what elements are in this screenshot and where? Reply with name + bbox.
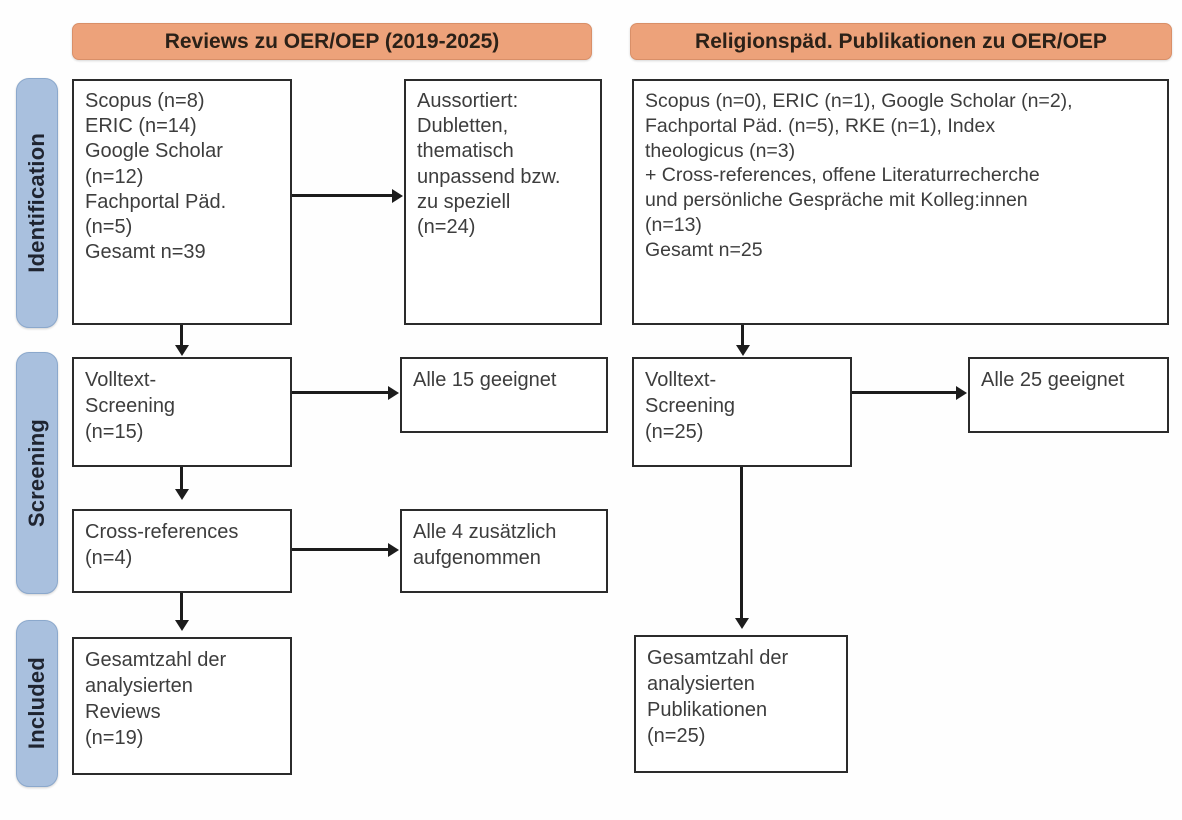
column-header-reviews: Reviews zu OER/OEP (2019-2025) [72, 23, 592, 60]
box-right-included-text: Gesamtzahl der analysierten Publikatione… [647, 647, 789, 747]
connector-right-fulltext-to-result [852, 391, 956, 394]
box-right-sources: Scopus (n=0), ERIC (n=1), Google Scholar… [632, 79, 1169, 325]
phase-pill-included-label: Included [24, 657, 49, 750]
arrowhead-left-sources-to-fulltext [174, 345, 189, 356]
arrowhead-right-sources-to-fulltext [735, 345, 750, 356]
box-left-sources: Scopus (n=8) ERIC (n=14) Google Scholar … [72, 79, 292, 325]
column-header-publications-label: Religionspäd. Publikationen zu OER/OEP [695, 29, 1107, 53]
column-header-publications: Religionspäd. Publikationen zu OER/OEP [630, 23, 1172, 60]
box-left-fulltext-result: Alle 15 geeignet [400, 357, 608, 433]
box-right-fulltext-text: Volltext- Screening (n=25) [645, 369, 736, 443]
phase-pill-identification: Identification [16, 78, 58, 328]
box-left-crossrefs: Cross-references (n=4) [72, 509, 292, 593]
phase-pill-screening: Screening [16, 352, 58, 594]
box-left-crossrefs-result-text: Alle 4 zusätzlich aufgenommen [413, 521, 557, 569]
box-left-included-text: Gesamtzahl der analysierten Reviews (n=1… [85, 649, 227, 749]
phase-pill-included: Included [16, 620, 58, 787]
box-left-included: Gesamtzahl der analysierten Reviews (n=1… [72, 637, 292, 775]
arrowhead-right-fulltext-to-included [734, 618, 749, 629]
arrowhead-left-fulltext-to-crossrefs [174, 489, 189, 500]
box-left-crossrefs-text: Cross-references (n=4) [85, 521, 239, 569]
connector-left-crossrefs-to-included [180, 593, 183, 621]
box-right-sources-text: Scopus (n=0), ERIC (n=1), Google Scholar… [645, 90, 1073, 261]
box-right-fulltext: Volltext- Screening (n=25) [632, 357, 852, 467]
connector-left-sources-to-fulltext [180, 325, 183, 347]
box-left-excluded-text: Aussortiert: Dubletten, thematisch unpas… [417, 90, 561, 238]
column-header-reviews-label: Reviews zu OER/OEP (2019-2025) [164, 29, 500, 53]
box-left-excluded: Aussortiert: Dubletten, thematisch unpas… [404, 79, 602, 325]
arrowhead-left-crossrefs-to-included [174, 620, 189, 631]
connector-left-crossrefs-to-result [292, 548, 388, 551]
box-right-fulltext-result-text: Alle 25 geeignet [981, 369, 1125, 391]
connector-right-fulltext-to-included [740, 467, 743, 619]
arrowhead-right-fulltext-to-result [956, 385, 967, 400]
box-left-fulltext-text: Volltext- Screening (n=15) [85, 369, 176, 443]
box-left-fulltext-result-text: Alle 15 geeignet [413, 369, 557, 391]
arrowhead-left-sources-to-excluded [392, 188, 403, 203]
connector-left-fulltext-to-crossrefs [180, 467, 183, 491]
connector-right-sources-to-fulltext [741, 325, 744, 347]
box-left-crossrefs-result: Alle 4 zusätzlich aufgenommen [400, 509, 608, 593]
box-left-fulltext: Volltext- Screening (n=15) [72, 357, 292, 467]
arrowhead-left-fulltext-to-result [388, 385, 399, 400]
phase-pill-screening-label: Screening [24, 418, 49, 528]
arrowhead-left-crossrefs-to-result [388, 542, 399, 557]
phase-pill-identification-label: Identification [24, 133, 49, 273]
box-right-included: Gesamtzahl der analysierten Publikatione… [634, 635, 848, 773]
connector-left-fulltext-to-result [292, 391, 388, 394]
box-right-fulltext-result: Alle 25 geeignet [968, 357, 1169, 433]
box-left-sources-text: Scopus (n=8) ERIC (n=14) Google Scholar … [85, 90, 227, 264]
connector-left-sources-to-excluded [292, 194, 392, 197]
